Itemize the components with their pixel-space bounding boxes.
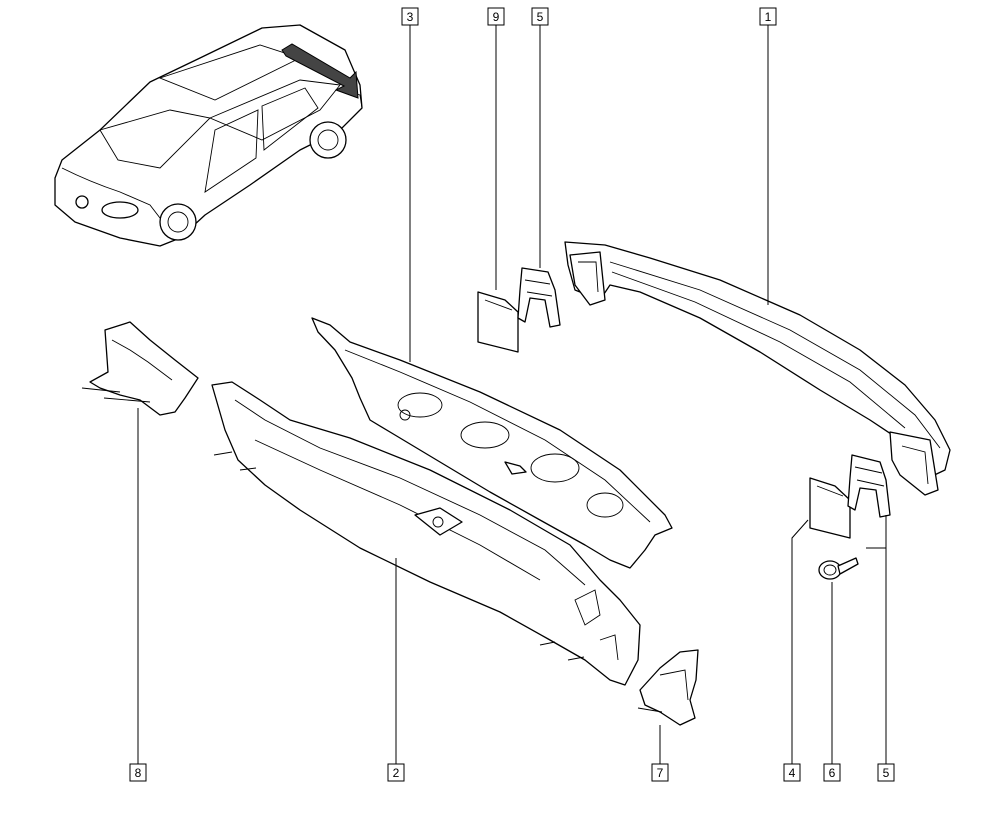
callout-label-1: 1 <box>765 10 772 24</box>
callout-5-bottom: 5 <box>877 763 895 782</box>
part-4-plate <box>809 477 851 539</box>
callout-label-8: 8 <box>135 766 142 780</box>
callout-label-7: 7 <box>657 766 664 780</box>
callout-label-3: 3 <box>407 10 414 24</box>
leader-lines <box>137 25 887 764</box>
callout-label-5-top: 5 <box>537 10 544 24</box>
callout-label-9: 9 <box>493 10 500 24</box>
callout-1: 1 <box>759 7 777 26</box>
part-7-corner-bracket <box>637 649 699 726</box>
part-1-bumper-beam <box>564 241 951 496</box>
part-3-rear-upper-panel <box>311 317 673 569</box>
part-5-bracket-bottom <box>847 454 891 518</box>
callout-label-6: 6 <box>829 766 836 780</box>
callout-8: 8 <box>129 763 147 782</box>
part-8-corner-bracket <box>81 321 199 416</box>
callout-4: 4 <box>783 763 801 782</box>
part-2-rear-lower-panel <box>211 381 641 686</box>
part-5-bracket-top <box>517 267 561 328</box>
callout-label-5-bottom: 5 <box>883 766 890 780</box>
callout-6: 6 <box>823 763 841 782</box>
callout-7: 7 <box>651 763 669 782</box>
callout-label-2: 2 <box>393 766 400 780</box>
part-6-bolt-icon <box>818 557 859 580</box>
vehicle-locator-illustration <box>54 24 363 247</box>
callout-5-top: 5 <box>531 7 549 26</box>
callout-3: 3 <box>401 7 419 26</box>
callout-label-4: 4 <box>789 766 796 780</box>
callout-9: 9 <box>487 7 505 26</box>
location-arrow-icon <box>281 43 359 99</box>
part-9-plate <box>477 291 519 353</box>
callout-2: 2 <box>387 763 405 782</box>
